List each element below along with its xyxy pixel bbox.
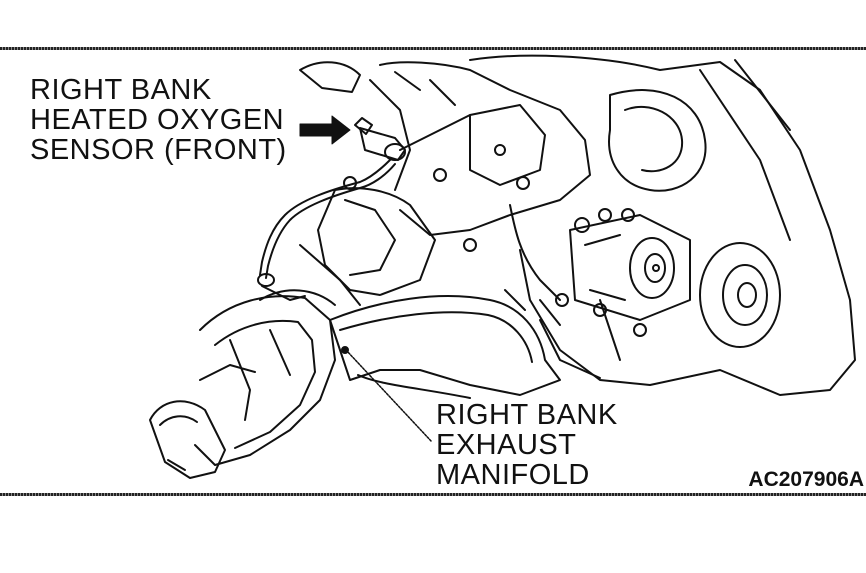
- oxygen-sensor: [354, 114, 471, 161]
- front-exhaust-pipe: [149, 289, 336, 479]
- sensor-label-line-2: HEATED OXYGEN: [30, 104, 285, 136]
- sensor-harness: [257, 159, 396, 301]
- manifold-label-line-3: MANIFOLD: [436, 459, 590, 491]
- cylinder-head-bracket: [299, 61, 591, 301]
- top-rule: [0, 47, 866, 50]
- engine-block: [469, 54, 856, 396]
- engine-illustration: [149, 54, 856, 479]
- manifold-leader-line: [345, 349, 433, 443]
- manifold-label-line-1: RIGHT BANK: [436, 399, 618, 431]
- exhaust-manifold-shape: [329, 289, 561, 399]
- bottom-rule: [0, 493, 866, 496]
- manifold-label-line-2: EXHAUST: [436, 429, 577, 461]
- sensor-pointer-arrow: [299, 115, 351, 145]
- figure-code: AC207906A: [748, 468, 864, 491]
- sensor-label-line-1: RIGHT BANK: [30, 74, 212, 106]
- sensor-label-line-3: SENSOR (FRONT): [30, 134, 287, 166]
- support-brace: [299, 187, 436, 306]
- sensor-callout-label: RIGHT BANK HEATED OXYGEN SENSOR (FRONT): [30, 75, 287, 165]
- manifold-callout-label: RIGHT BANK EXHAUST MANIFOLD: [436, 400, 618, 490]
